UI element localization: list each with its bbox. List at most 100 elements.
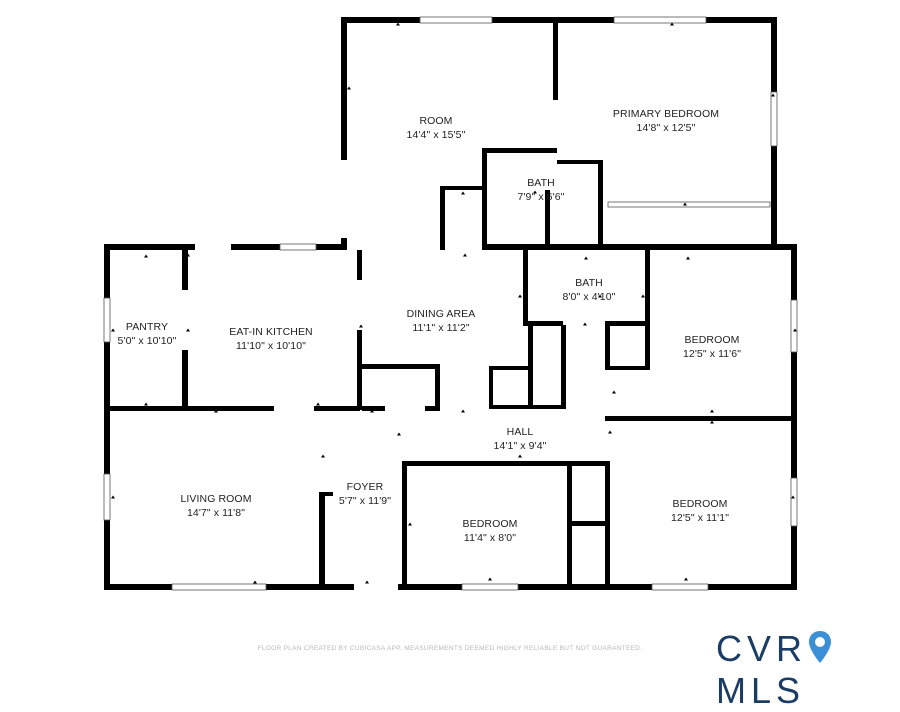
opening	[182, 290, 188, 350]
wall-top-upper	[341, 17, 777, 23]
opening	[362, 244, 440, 250]
wall-kitchen-living	[110, 406, 360, 411]
room-dims-bedroom-right-bottom: 12'5" x 11'1"	[671, 512, 729, 524]
room-name-bath-lower: BATH	[575, 277, 603, 289]
windows	[103, 16, 798, 591]
wall-bedroom-top	[402, 461, 572, 466]
wall-linen-bottom	[489, 405, 528, 409]
room-dims-room: 14'4" x 15'5"	[407, 129, 466, 141]
dimension-tick	[612, 390, 616, 394]
wall-left	[104, 244, 110, 590]
wall-bath-top	[482, 148, 557, 153]
dimension-tick	[771, 93, 775, 97]
room-dims-bedroom-bottom-middle: 11'4" x 8'0"	[464, 532, 516, 544]
window	[790, 477, 798, 527]
dimension-tick	[461, 409, 465, 413]
wall-bedroom-left	[402, 461, 407, 586]
dimension-tick	[111, 495, 115, 499]
dimension-tick	[641, 294, 645, 298]
wall-bath-left	[482, 148, 487, 246]
dimension-tick	[253, 580, 257, 584]
room-name-foyer: FOYER	[347, 481, 384, 493]
window	[171, 583, 267, 591]
dimension-tick	[584, 256, 588, 260]
dimension-tick	[608, 430, 612, 434]
floor-plan: ROOM 14'4" x 15'5" PRIMARY BEDROOM 14'8"…	[103, 16, 798, 591]
wall-room-primary	[553, 23, 558, 103]
opening	[553, 100, 558, 148]
wall-left-upper	[341, 17, 347, 247]
room-name-hall: HALL	[507, 426, 534, 438]
room-dims-eat-in-kitchen: 11'10" x 10'10"	[236, 340, 306, 352]
window	[103, 473, 111, 521]
wall-closet-top	[440, 186, 484, 190]
logo-text-left: CVR	[716, 628, 808, 669]
window	[613, 16, 707, 24]
room-dims-pantry: 5'0" x 10'10"	[118, 335, 177, 347]
room-dims-bath-upper: 7'9" x 6'6"	[517, 191, 564, 203]
dimension-tick	[365, 580, 369, 584]
opening	[195, 244, 231, 250]
room-dims-bedroom-right-top: 12'5" x 11'6"	[683, 348, 741, 360]
dimension-tick	[583, 322, 587, 326]
room-name-dining-area: DINING AREA	[407, 308, 476, 320]
dimension-tick	[710, 409, 714, 413]
wall-dining-bath	[523, 250, 528, 325]
window	[651, 583, 709, 591]
window	[419, 16, 493, 24]
wall-bedrooms-divider	[605, 416, 797, 421]
wall-primary-left	[598, 160, 603, 246]
dimension-tick	[397, 432, 401, 436]
dimension-tick	[606, 496, 610, 500]
wall-hall-closet-bottom	[528, 405, 566, 409]
dimension-tick	[488, 577, 492, 581]
room-name-bedroom-bottom-middle: BEDROOM	[463, 518, 518, 530]
dimension-tick	[518, 294, 522, 298]
wall-closet-bedroom-bottom	[605, 366, 650, 370]
room-dims-dining-area: 11'1" x 11'2"	[412, 322, 469, 334]
room-name-pantry: PANTRY	[126, 321, 168, 333]
dimension-tick	[463, 253, 467, 257]
dimension-tick	[214, 409, 218, 413]
dimension-tick	[347, 86, 351, 90]
dimension-tick	[370, 409, 374, 413]
wall-primary-closet	[557, 160, 603, 164]
dimension-tick	[461, 191, 465, 195]
room-dims-hall: 14'1" x 9'4"	[494, 440, 547, 452]
room-name-bedroom-right-bottom: BEDROOM	[673, 498, 728, 510]
disclaimer-footer: FLOOR PLAN CREATED BY CUBICASA APP. MEAS…	[257, 645, 643, 652]
cvrmls-logo: CVRMLS	[716, 628, 900, 711]
wall-hall-closet-left	[528, 325, 533, 407]
room-name-eat-in-kitchen: EAT-IN KITCHEN	[229, 326, 312, 338]
room-dims-living-room: 14'7" x 11'8"	[187, 507, 245, 519]
wall-closet-bedroom-left	[605, 321, 610, 369]
wall-foyer-closet-top	[319, 492, 333, 496]
dimension-tick	[518, 454, 522, 458]
wall-bath-bottom-right	[605, 321, 645, 326]
wall-closet-mid-2	[572, 521, 610, 526]
dimension-tick	[553, 86, 557, 90]
dimension-tick	[186, 253, 190, 257]
window	[279, 243, 317, 251]
dimension-tick	[598, 294, 602, 298]
room-name-living-room: LIVING ROOM	[180, 493, 251, 505]
wall-dining-closet-right	[435, 364, 440, 410]
opening	[385, 406, 425, 411]
wall-bedroom-right	[567, 461, 572, 586]
dimension-tick	[408, 522, 412, 526]
dimension-tick	[791, 495, 795, 499]
opening	[341, 160, 347, 238]
dimension-tick	[321, 454, 325, 458]
dimension-tick	[710, 420, 714, 424]
dimension-tick	[683, 202, 687, 206]
wall-bath-bedroom	[645, 250, 650, 370]
dimension-tick	[686, 256, 690, 260]
wall-linen-left	[489, 366, 493, 409]
window	[770, 91, 778, 147]
wall-upper-bottom	[440, 244, 775, 250]
dimension-tick	[793, 328, 797, 332]
room-name-room: ROOM	[419, 115, 452, 127]
dimension-tick	[533, 190, 537, 194]
dimension-tick	[144, 254, 148, 258]
wall-closet-left	[440, 186, 445, 246]
